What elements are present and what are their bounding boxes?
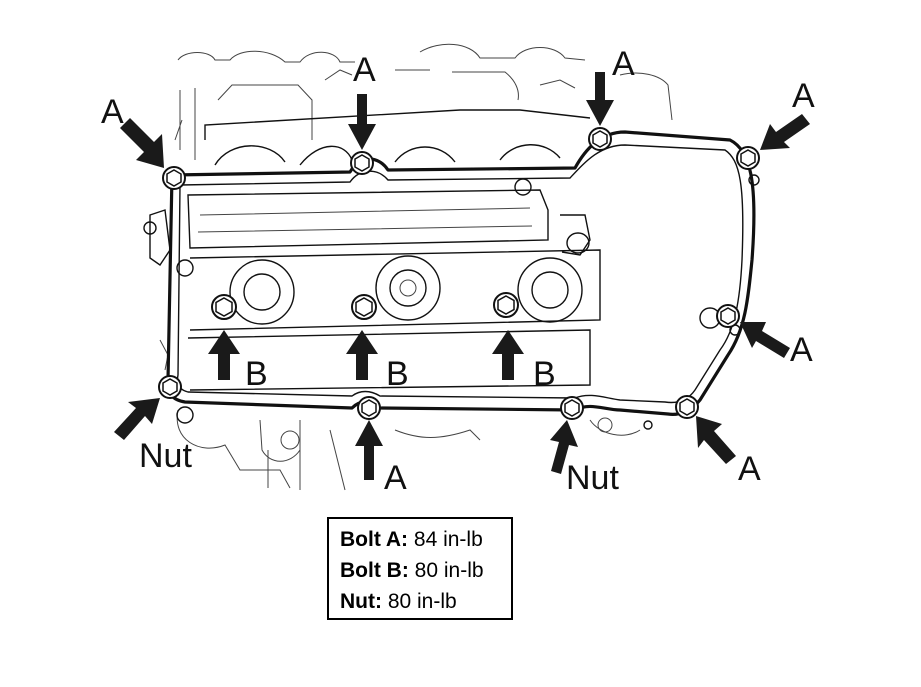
callout-arrows [114,72,810,480]
arrow-nut-bottom-left [114,398,160,440]
legend-value: 80 in-lb [387,590,457,613]
engine-outline [143,43,673,491]
legend-row-bolt-a: Bolt A: 84 in-lb [340,524,511,555]
bolt-a-bottom-right [675,395,699,419]
label-b-middle: B [386,355,409,393]
callout-labels: A A A A A A A Nut Nut B B B [101,45,815,497]
arrow-a-top-left [120,118,164,168]
label-a-bottom-right: A [738,450,761,488]
legend-row-bolt-b: Bolt B: 80 in-lb [340,555,511,586]
legend-key: Bolt A: [340,528,409,551]
arrow-b-right [492,330,524,380]
bolt-a-right-middle [716,304,740,328]
nut-bottom-right [560,396,584,420]
label-nut-bottom-left: Nut [139,437,192,475]
bolt-b-left [211,294,237,320]
fasteners [158,127,760,420]
label-b-left: B [245,355,268,393]
arrow-a-top-middle [348,94,376,150]
bolt-b-right [493,292,519,318]
legend-value: 84 in-lb [413,528,483,551]
legend-key: Bolt B: [340,559,409,582]
arrow-a-far-right-top [760,114,810,150]
label-a-bottom-middle: A [384,459,407,497]
label-a-far-right-top: A [792,77,815,115]
label-a-top-left: A [101,93,124,131]
legend-row-nut: Nut: 80 in-lb [340,586,511,617]
legend-value: 80 in-lb [414,559,484,582]
label-a-right-middle: A [790,331,813,369]
label-nut-bottom-right: Nut [566,459,619,497]
nut-bottom-left [158,375,182,399]
bolt-a-bottom-middle [357,396,381,420]
arrow-a-top-right [586,72,614,126]
arrow-a-right-middle [740,322,790,358]
label-b-right: B [533,355,556,393]
label-a-top-right: A [612,45,635,83]
legend-key: Nut: [340,590,382,613]
arrow-a-bottom-middle [355,420,383,480]
bolt-a-top-middle [350,151,374,175]
arrow-a-bottom-right [696,416,736,464]
arrow-b-middle [346,330,378,380]
bolt-b-middle [351,294,377,320]
bolt-a-far-right-top [736,146,760,170]
bolt-a-top-left [162,166,186,190]
label-a-top-middle: A [353,51,376,89]
torque-spec-legend: Bolt A: 84 in-lb Bolt B: 80 in-lb Nut: 8… [327,517,513,620]
arrow-b-left [208,330,240,380]
arrow-nut-bottom-right [550,420,578,474]
bolt-a-top-right [588,127,612,151]
